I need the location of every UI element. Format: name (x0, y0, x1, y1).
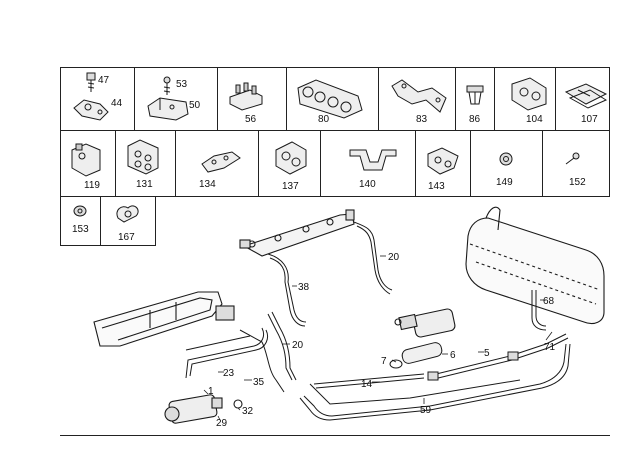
part-label-119: 119 (84, 180, 100, 191)
part-label-134: 134 (199, 179, 216, 190)
part-label-53: 53 (176, 79, 188, 90)
pipe-20-lower (267, 311, 297, 381)
callout-29: 29 (216, 418, 228, 429)
part-153-grommet-icon (73, 205, 87, 217)
callout-1: 1 (208, 386, 214, 397)
grid-row2-bottom (60, 196, 610, 197)
grid-v-r1-0 (60, 67, 61, 245)
part-50-bracket-icon (147, 97, 189, 121)
part-140-bracket-icon (349, 149, 397, 171)
callout-23: 23 (223, 368, 235, 379)
grid-v-r1-4 (378, 67, 379, 130)
part-label-107: 107 (581, 114, 598, 125)
part-label-50: 50 (189, 100, 201, 111)
grid-v-r1-6 (494, 67, 495, 130)
grid-v-r1-7 (555, 67, 556, 130)
grid-v-r2-6 (470, 130, 471, 196)
fuel-tank (465, 206, 605, 325)
grid-v-r1-1 (134, 67, 135, 130)
grid-v-r2-4 (320, 130, 321, 196)
grid-v-r1-2 (217, 67, 218, 130)
callout-38: 38 (298, 282, 310, 293)
callout-71: 71 (544, 342, 556, 353)
part-label-140: 140 (359, 179, 376, 190)
pump-assembly-1 (164, 394, 243, 424)
part-56-clip-strip-icon (229, 82, 263, 111)
pipe-59 (299, 343, 571, 421)
callout-20-lower: 20 (292, 340, 304, 351)
part-label-152: 152 (569, 177, 586, 188)
part-label-80: 80 (318, 114, 330, 125)
grid-row1-bottom (60, 130, 610, 131)
pipe-68 (531, 290, 547, 331)
pipe-38 (267, 253, 307, 327)
callout-7: 7 (381, 356, 387, 367)
callout-6: 6 (450, 350, 456, 361)
grid-v-r2-3 (258, 130, 259, 196)
fuel-rail-upper (239, 209, 355, 257)
bottom-rule (60, 435, 610, 436)
part-83-bracket-icon (391, 79, 447, 113)
callout-68: 68 (543, 296, 555, 307)
part-134-clip-strip-icon (201, 151, 241, 173)
callout-59: 59 (420, 405, 432, 416)
part-label-86: 86 (469, 114, 481, 125)
part-label-167: 167 (118, 232, 135, 243)
grid-v-r1-8 (609, 67, 610, 196)
callout-35: 35 (253, 377, 265, 388)
grid-v-r3-2 (155, 196, 156, 245)
part-label-56: 56 (245, 114, 257, 125)
grid-v-r1-5 (455, 67, 456, 130)
fuel-pump (394, 308, 456, 338)
pipe-5 (427, 333, 569, 381)
part-119-holder-icon (71, 143, 101, 177)
part-label-153: 153 (72, 224, 89, 235)
pipe-20-upper (353, 221, 393, 295)
fuel-filter-rack (93, 291, 235, 347)
part-label-104: 104 (526, 114, 543, 125)
grid-v-r2-5 (415, 130, 416, 196)
part-47-screw-icon (86, 72, 96, 92)
part-167-hose-clip-icon (116, 205, 139, 223)
callout-20-upper: 20 (388, 252, 400, 263)
part-label-83: 83 (416, 114, 428, 125)
callout-14: 14 (361, 379, 373, 390)
grid-v-r1-3 (286, 67, 287, 130)
part-104-clamp-block-icon (511, 77, 547, 111)
part-label-131: 131 (136, 179, 153, 190)
part-80-multi-clamp-icon (297, 79, 363, 119)
part-152-screw-icon (565, 152, 580, 165)
part-149-nut-icon (499, 152, 513, 166)
pipe-14 (313, 373, 425, 389)
part-107-clip-icon (564, 83, 608, 109)
grid-v-r2-7 (542, 130, 543, 196)
part-44-clip-icon (73, 99, 109, 121)
grid-v-r2-1 (115, 130, 116, 196)
callout-5: 5 (484, 348, 490, 359)
grid-v-r3-1 (100, 196, 101, 245)
part-143-double-clip-icon (427, 147, 459, 175)
pipe-35 (239, 329, 285, 393)
part-label-44: 44 (111, 98, 123, 109)
leader-lines (203, 255, 553, 421)
part-137-clamp-icon (275, 141, 307, 175)
part-label-143: 143 (428, 181, 445, 192)
part-label-149: 149 (496, 177, 513, 188)
grid-row3-bottom (60, 245, 156, 246)
callout-32: 32 (242, 406, 254, 417)
part-label-47: 47 (98, 75, 110, 86)
part-label-137: 137 (282, 181, 299, 192)
ring-7 (389, 359, 403, 369)
part-86-grommet-icon (466, 85, 484, 105)
damper-6 (401, 342, 443, 364)
part-53-screw-icon (163, 76, 171, 95)
part-131-block-icon (127, 139, 159, 175)
grid-row1-top (60, 67, 610, 68)
grid-v-r2-2 (175, 130, 176, 196)
